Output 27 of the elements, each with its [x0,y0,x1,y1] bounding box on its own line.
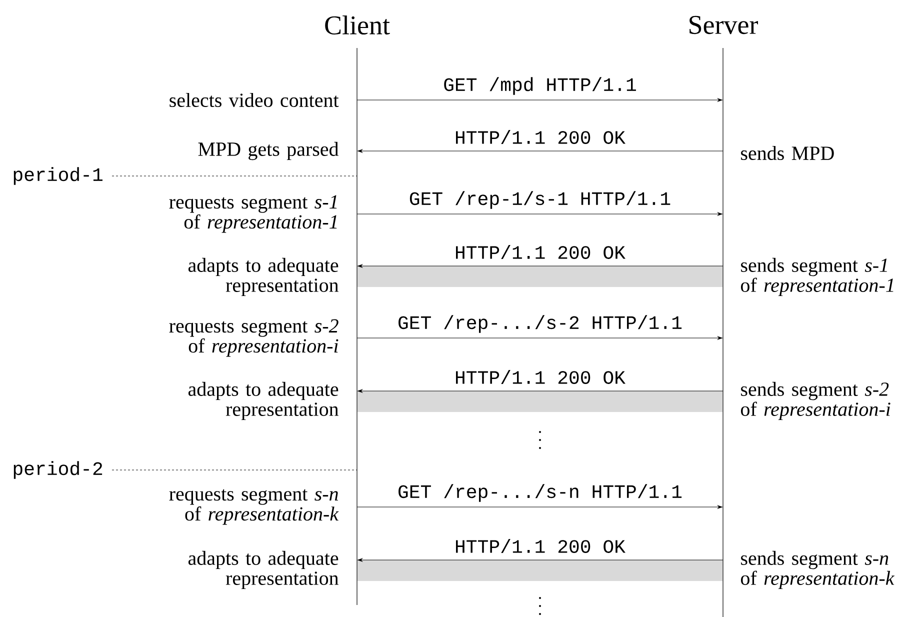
client-note: adapts to adequate representation [188,258,339,296]
client-note: adapts to adequate representation [188,382,339,420]
participant-label: Client [325,16,390,34]
message-label: GET /rep-.../s-2 HTTP/1.1 [398,315,682,333]
message-label: GET /rep-.../s-n HTTP/1.1 [398,484,682,502]
period-label: period-1 [14,167,102,185]
message-label: HTTP/1.1 200 OK [456,130,626,144]
server-note: sends segment s-1 of representation-1 [740,258,894,296]
message-label: HTTP/1.1 200 OK [456,539,626,553]
client-note: adapts to adequate representation [188,550,339,590]
message-label: HTTP/1.1 200 OK [456,370,626,384]
period-label: period-2 [14,461,102,479]
shaded-bar [357,560,723,581]
server-note: sends segment s-2 of representation-i [740,382,890,420]
participant-label: Server [690,16,758,34]
message-label: GET /rep-1/s-1 HTTP/1.1 [410,191,670,209]
client-note: selects video content [170,92,339,108]
message-label: HTTP/1.1 200 OK [456,245,626,259]
shaded-bar [357,266,723,287]
shaded-bar [357,391,723,412]
client-note: requests segment s-n of representation-k [169,489,339,525]
client-note: requests segment s-1 of representation-1 [169,195,337,233]
client-note: MPD gets parsed [198,142,339,160]
message-label: GET /mpd HTTP/1.1 [444,77,636,95]
server-note: sends MPD [741,146,834,160]
server-note: sends segment s-n of representation-k [740,550,895,590]
client-note: requests segment s-2 of representation-i [169,319,338,357]
